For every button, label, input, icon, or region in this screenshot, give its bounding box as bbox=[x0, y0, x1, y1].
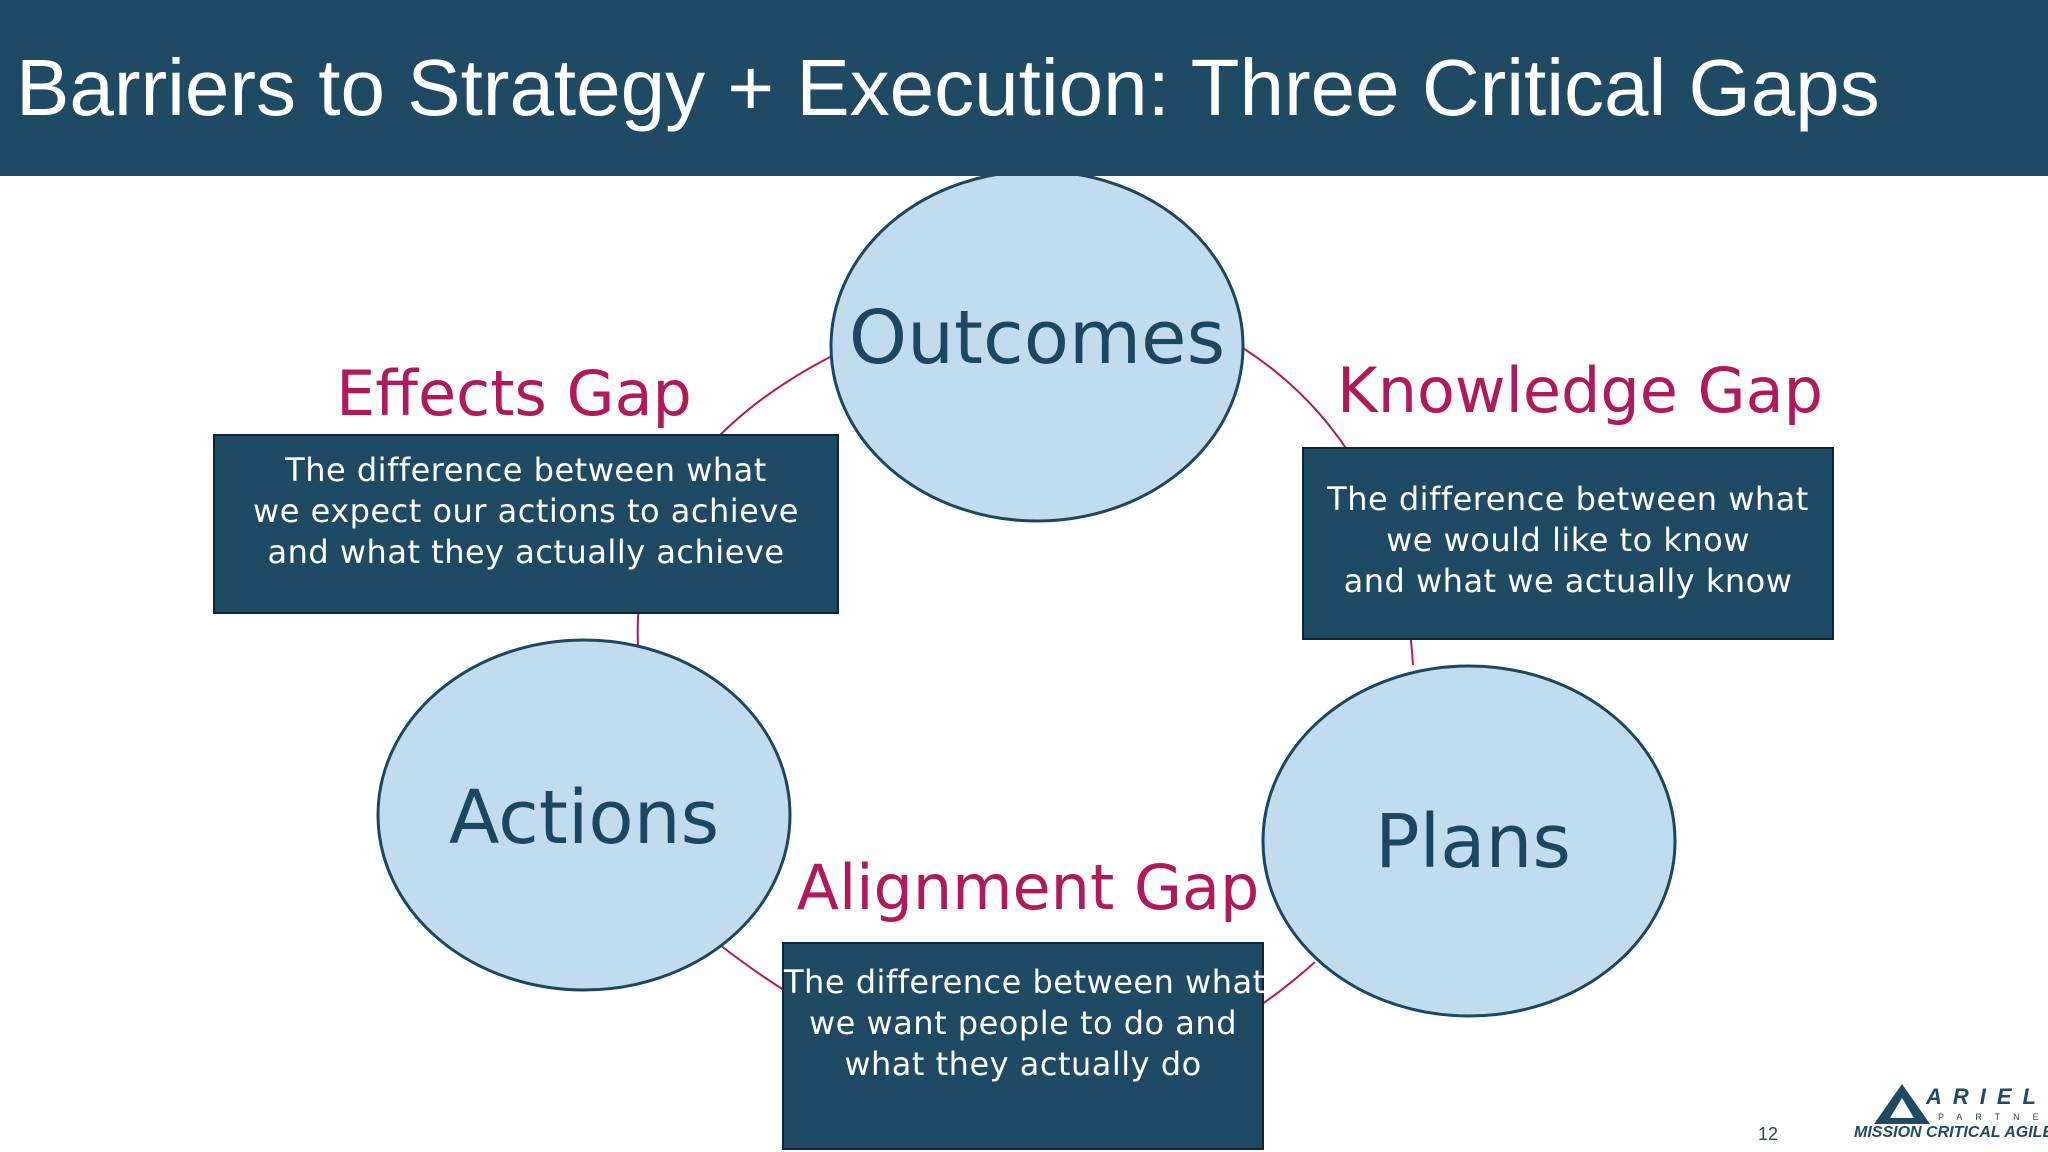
slide-title: Barriers to Strategy + Execution: Three … bbox=[16, 43, 1880, 132]
alignment-gap-line: The difference between what bbox=[784, 963, 1266, 1001]
alignment-gap-box: The difference between what we want peop… bbox=[782, 942, 1266, 1150]
knowledge-gap-box: The difference between what we would lik… bbox=[1302, 447, 1834, 640]
effects-gap-box: The difference between what we expect ou… bbox=[213, 434, 839, 614]
logo-triangle-icon bbox=[1874, 1084, 1930, 1124]
title-bar: Barriers to Strategy + Execution: Three … bbox=[0, 0, 2048, 176]
alignment-gap-line: we want people to do and bbox=[808, 1004, 1237, 1042]
node-plans-label: Plans bbox=[1375, 799, 1571, 885]
node-outcomes-label: Outcomes bbox=[848, 295, 1226, 381]
node-actions-label: Actions bbox=[448, 775, 720, 861]
effects-gap-line: we expect our actions to achieve bbox=[253, 492, 799, 530]
knowledge-gap-title: Knowledge Gap bbox=[1337, 354, 1823, 427]
node-plans-shape bbox=[1261, 664, 1677, 1018]
knowledge-gap-line: we would like to know bbox=[1386, 521, 1750, 559]
logo-tagline: MISSION CRITICAL AGILE bbox=[1854, 1124, 2048, 1141]
knowledge-gap-line: and what we actually know bbox=[1343, 562, 1793, 600]
ariel-partners-logo: ARIEL PARTNERS MISSION CRITICAL AGILE bbox=[1852, 1078, 2048, 1148]
effects-gap-title: Effects Gap bbox=[336, 357, 692, 430]
logo-sub: PARTNERS bbox=[1938, 1112, 2048, 1122]
logo-name: ARIEL bbox=[1926, 1084, 2047, 1109]
effects-gap-line: and what they actually achieve bbox=[267, 533, 785, 571]
node-actions-shape bbox=[376, 638, 792, 992]
page-number: 12 bbox=[1758, 1124, 1779, 1144]
effects-gap-line: The difference between what bbox=[285, 451, 767, 489]
alignment-gap-title: Alignment Gap bbox=[796, 851, 1260, 924]
knowledge-gap-line: The difference between what bbox=[1327, 480, 1809, 518]
alignment-gap-line: what they actually do bbox=[844, 1045, 1202, 1083]
